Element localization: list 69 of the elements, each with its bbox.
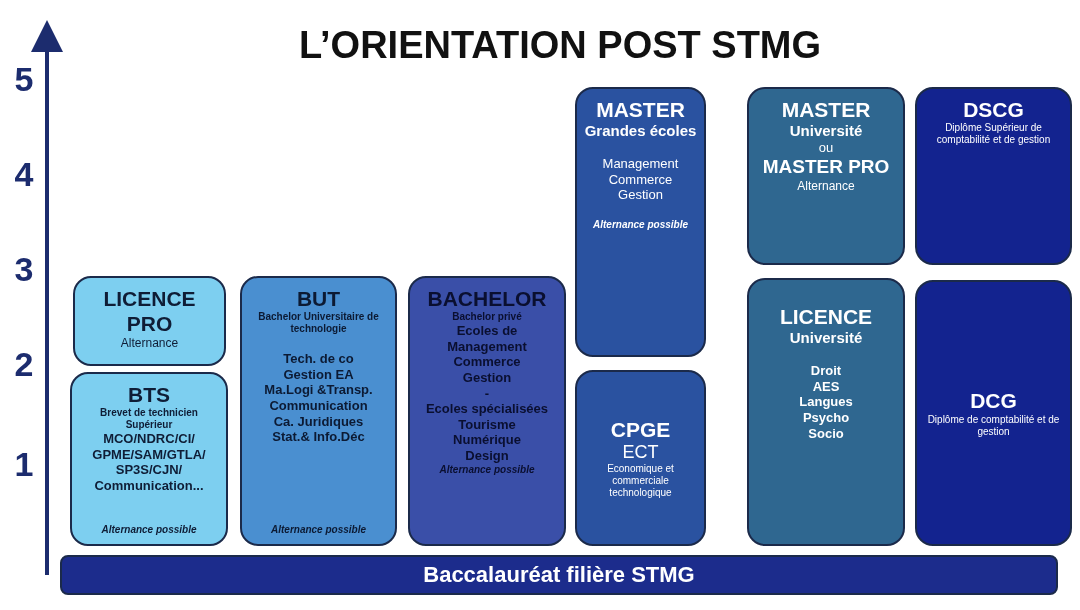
box-title: MASTER PRO — [762, 155, 890, 179]
program-card — [240, 276, 397, 546]
program-card — [747, 278, 905, 546]
list-item: Langues — [799, 394, 853, 410]
list-item: Ca. Juridiques — [273, 413, 364, 430]
box-subtitle: Bachelor Universitaire de technologie — [257, 311, 380, 336]
list-item: Design — [465, 447, 509, 464]
list-item: - — [484, 385, 490, 402]
box-title: MASTER — [596, 97, 685, 123]
list-item: Gestion — [618, 187, 663, 203]
box-title: BTS — [128, 382, 170, 408]
list-item: Communication — [269, 397, 368, 414]
note-text: Alternance possible — [593, 218, 688, 231]
note-text: Alternance possible — [101, 524, 197, 536]
program-card — [747, 87, 905, 265]
list-item: Management — [602, 156, 679, 172]
box-title: LICENCE PRO — [102, 286, 197, 337]
box-subtitle: ECT — [622, 441, 659, 464]
box-title: CPGE — [610, 416, 671, 442]
program-card — [70, 372, 228, 546]
level-number: 5 — [13, 60, 35, 99]
program-card — [575, 87, 706, 357]
list-item: AES — [812, 378, 840, 395]
box-subtitle: Brevet de technicien Supérieur — [99, 407, 199, 432]
box-subtitle: Bachelor privé — [452, 311, 522, 324]
baseline-band — [60, 555, 1058, 595]
list-item: Numérique — [453, 432, 521, 448]
program-card — [915, 280, 1072, 546]
box-title: DCG — [970, 388, 1017, 414]
description-text: Diplôme de comptabilité et de gestion — [926, 413, 1061, 438]
list-item: Tourisme — [458, 416, 516, 433]
program-card — [915, 87, 1072, 265]
program-card — [575, 370, 706, 546]
box-subtitle: Université — [789, 329, 863, 348]
description-text: Diplôme Supérieur de comptabilité et de gestion — [935, 122, 1052, 147]
list-item: Ecoles spécialisées — [425, 401, 549, 417]
box-title: MASTER — [781, 97, 871, 123]
list-item: Commerce — [608, 171, 673, 188]
box-title: DSCG — [963, 97, 1024, 123]
program-card — [73, 276, 226, 366]
list-item: MCO/NDRC/CI/ GPME/SAM/GTLA/ SP3S/CJN/ Communication... — [91, 431, 207, 494]
level-number: 1 — [13, 445, 35, 484]
level-number: 4 — [13, 155, 35, 194]
level-number: 2 — [13, 345, 35, 384]
description-text: Economique et commerciale technologique — [606, 463, 675, 500]
note-text: Alternance possible — [439, 463, 535, 476]
box-title: BACHELOR — [427, 286, 547, 312]
list-item: Stat.& Info.Déc — [272, 429, 365, 445]
title: L’ORIENTATION POST STMG — [297, 24, 823, 67]
list-item: Gestion EA — [283, 366, 354, 383]
list-item: Ecoles de Management — [446, 323, 528, 355]
list-item: Gestion — [462, 369, 512, 386]
list-item: Tech. de co — [283, 351, 354, 367]
program-card — [408, 276, 566, 546]
list-item: Socio — [808, 425, 844, 442]
level-number: 3 — [13, 250, 35, 289]
list-item: Droit — [810, 363, 842, 379]
band-title: Baccalauréat filière STMG — [423, 561, 695, 589]
list-item: Commerce — [453, 354, 521, 370]
list-item: ou — [818, 140, 834, 156]
box-subtitle: Grandes écoles — [584, 122, 697, 141]
list-item: Psycho — [802, 409, 850, 426]
note-text: Alternance possible — [271, 524, 366, 536]
box-title: LICENCE — [779, 304, 873, 330]
list-item: Ma.Logi &Transp. — [264, 382, 373, 398]
note-text: Alternance — [797, 178, 855, 193]
box-subtitle: Université — [789, 122, 863, 141]
box-title: BUT — [296, 286, 341, 312]
note-text: Alternance — [120, 336, 179, 351]
